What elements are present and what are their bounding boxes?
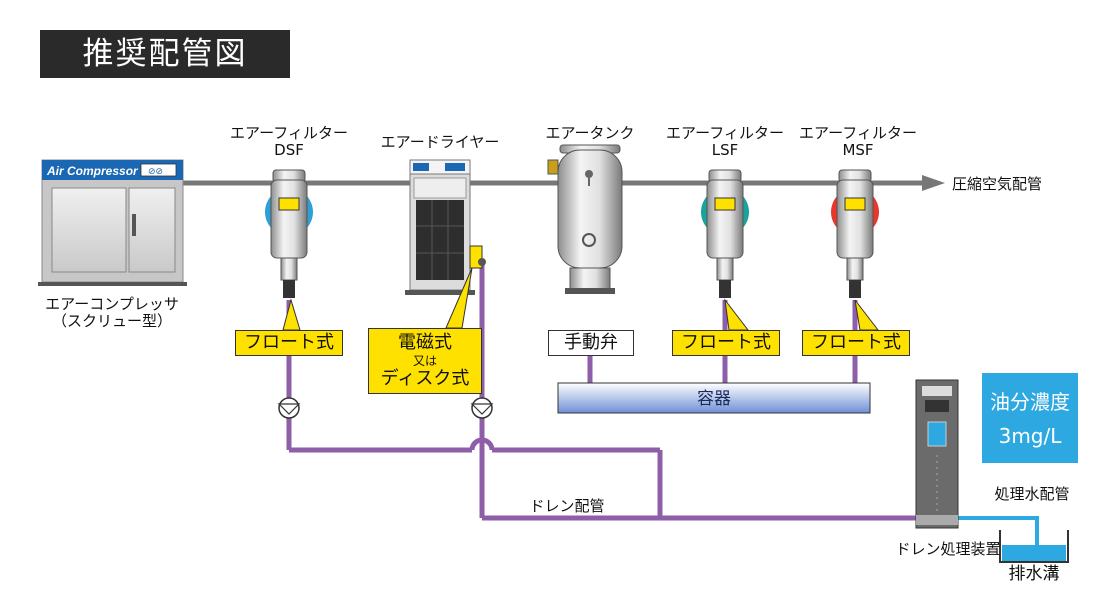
msf-drain-type: フロート式 (802, 330, 910, 356)
check-valve-1-icon (277, 397, 301, 419)
tank-label: エアータンク (545, 124, 635, 142)
drain-treatment-unit (915, 379, 959, 529)
drain-container (557, 382, 871, 414)
compressor-brand: Air Compressor (46, 164, 139, 178)
air-pipe-arrow-icon (922, 175, 945, 191)
air-tank (547, 144, 623, 294)
water-pipe-label: 処理水配管 (994, 485, 1070, 503)
dryer-drain-type: 電磁式 又は ディスク式 (368, 328, 482, 394)
lsf-drain-type: フロート式 (672, 330, 780, 356)
filter-dsf (265, 169, 313, 298)
treated-water-pipe (944, 516, 1039, 548)
container-label: 容器 (697, 389, 731, 409)
tank-drain-type: 手動弁 (548, 330, 634, 356)
ditch-label: 排水溝 (1008, 564, 1060, 584)
air-compressor: ⊘⊘ (38, 159, 187, 286)
air-pipe-label: 圧縮空気配管 (952, 175, 1043, 193)
oil-concentration-box: 油分濃度 3mg/L (982, 373, 1078, 463)
drain-pipe-label: ドレン配管 (529, 497, 605, 515)
air-dryer (405, 159, 486, 295)
compressor-label: エアーコンプレッサ（スクリュー型） (45, 295, 179, 330)
dryer-label: エアードライヤー (380, 133, 500, 151)
filter-msf (831, 169, 879, 298)
svg-text:⊘⊘: ⊘⊘ (148, 167, 163, 177)
page-title: 推奨配管図 (40, 30, 290, 78)
treatment-label: ドレン処理装置 (895, 540, 1001, 558)
dsf-drain-type: フロート式 (235, 330, 343, 356)
filter-lsf (701, 169, 749, 298)
check-valve-2-icon (470, 397, 494, 419)
drain-ditch (999, 530, 1069, 563)
